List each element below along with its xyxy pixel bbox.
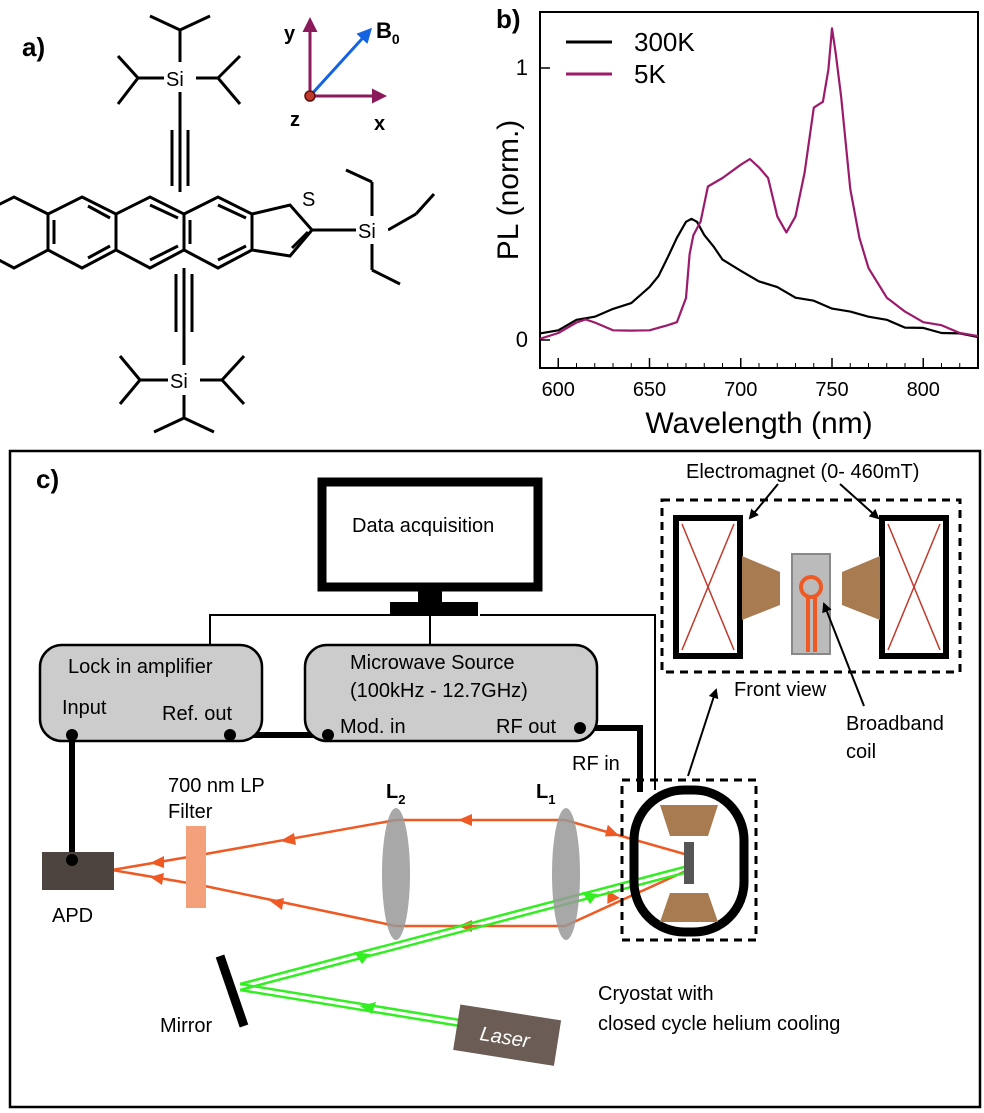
filter-label-1: 700 nm LP [168,775,265,797]
mirror [215,954,249,1028]
rf-in-label: RF in [572,753,620,775]
y-tick-label-0: 0 [516,327,528,352]
cryostat-pole-top [660,805,718,836]
lens-l2 [382,808,410,940]
pole-left [742,556,780,620]
axis-z-label: z [290,109,300,131]
panel-c: c) Data acquisition Lock in amplifier In… [8,449,982,1109]
coordinate-axes: y z x B0 [284,17,400,135]
legend-label-5K: 5K [634,59,666,89]
x-tick-label-650: 650 [633,379,666,401]
field-label: B0 [376,18,400,47]
lens-l1-label: L1 [536,781,555,807]
mirror-label: Mirror [160,1015,213,1037]
cryostat-pole-bottom [660,893,718,922]
x-tick-label-700: 700 [724,379,757,401]
panel-b-label: b) [496,4,521,34]
x-tick-label-800: 800 [907,379,940,401]
computer-label: Data acquisition [352,515,494,537]
panel-a: a) [0,14,436,434]
series-line-300K [539,217,979,339]
axis-x-label: x [374,113,385,135]
lock-in-ref-out-port [224,729,236,741]
laser-beam [239,864,689,1028]
microwave-title: Microwave Source [350,652,515,674]
axis-y-label: y [284,23,296,45]
coil-label-2: coil [846,741,876,763]
coil-label-1: Broadband [846,713,944,735]
rf-out-label: RF out [496,716,556,738]
lens-l1 [552,808,580,940]
lens-l2-label: L2 [386,781,405,807]
coil-left [673,515,743,659]
rf-out-port [574,722,586,734]
cryostat [620,778,758,942]
lock-in-title: Lock in amplifier [68,656,213,678]
data-acquisition-computer: Data acquisition [317,477,543,616]
lock-in-amplifier: Lock in amplifier Input Ref. out [38,643,264,743]
series-line-5K [539,27,979,340]
z-axis-dot [304,90,316,102]
lp-filter [186,826,206,908]
y-tick-label-1: 1 [516,55,528,80]
front-view-inset [660,498,962,674]
mod-in-port [322,729,334,741]
molecule-structure [0,14,436,434]
atom-si-top: Si [166,69,184,91]
cryostat-label-1: Cryostat with [598,983,714,1005]
lock-in-input-port [66,729,78,741]
lock-in-input-label: Input [62,697,107,719]
atom-si-bottom: Si [170,371,188,393]
microwave-range: (100kHz - 12.7GHz) [350,680,528,702]
coil-right [879,515,949,659]
filter-label-2: Filter [168,801,213,823]
panel-a-label: a) [22,32,45,62]
cryostat-label-2: closed cycle helium cooling [598,1013,840,1035]
atom-sulfur: S [302,189,315,211]
lock-in-ref-out-label: Ref. out [162,703,232,725]
apd-label: APD [52,905,93,927]
broadband-coil-loop [799,575,823,599]
legend-label-300K: 300K [634,27,695,57]
atom-si-right: Si [358,221,376,243]
sample [684,842,694,884]
apd-detector [42,852,114,890]
laser-source: Laser [453,1004,562,1066]
y-axis-label: PL (norm.) [492,120,525,261]
x-tick-label-750: 750 [815,379,848,401]
microwave-source: Microwave Source (100kHz - 12.7GHz) Mod.… [303,643,599,743]
front-view-label: Front view [734,679,827,701]
electromagnet-label: Electromagnet (0- 460mT) [686,461,919,483]
panel-c-border [8,449,982,1109]
mod-in-label: Mod. in [340,716,406,738]
x-axis-label: Wavelength (nm) [645,407,872,440]
panel-c-label: c) [36,464,59,494]
x-tick-label-600: 600 [542,379,575,401]
pole-right [842,556,880,620]
